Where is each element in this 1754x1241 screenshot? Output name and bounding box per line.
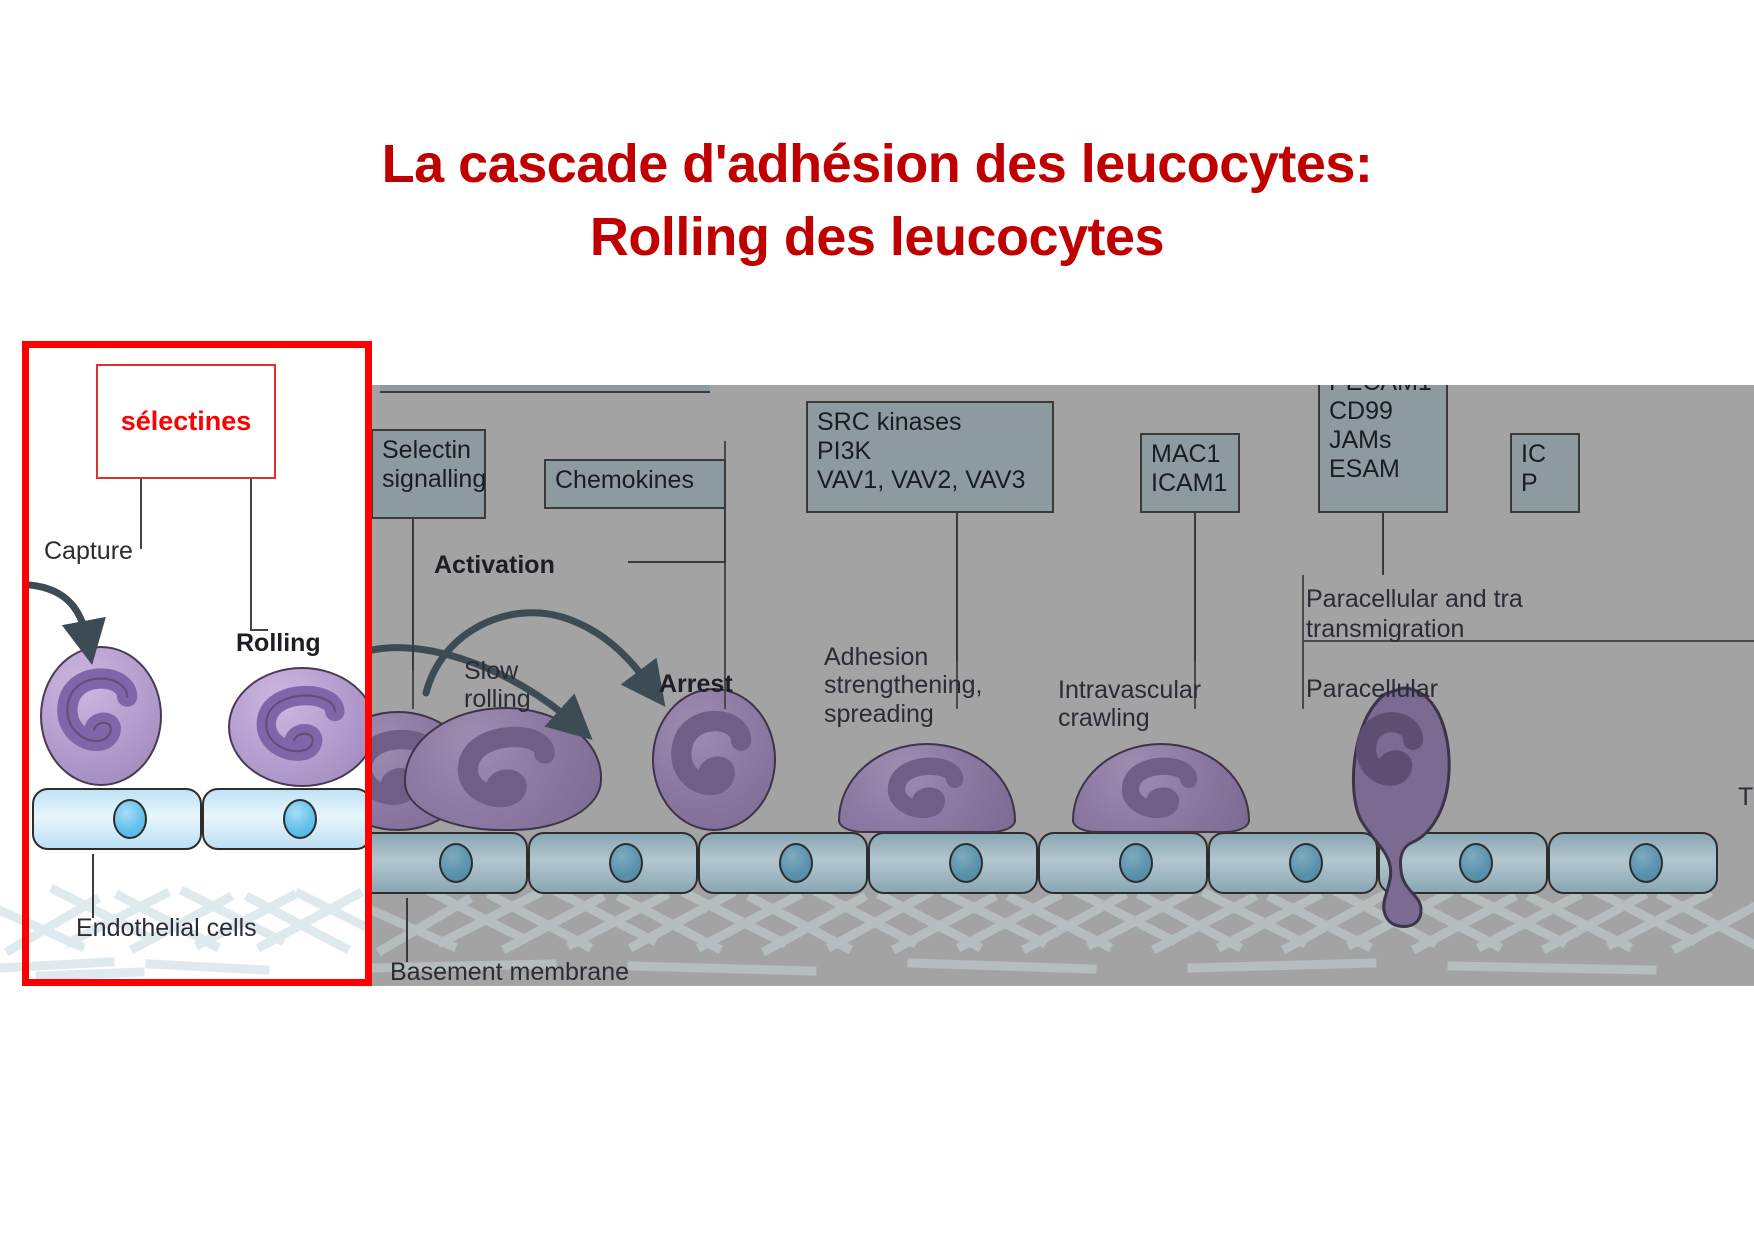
label-adhesion-strengthening: Adhesion strengthening, spreading: [824, 643, 983, 728]
molecule-box-pecam-cd99: PECAM1 CD99 JAMs ESAM: [1318, 385, 1448, 513]
activation-arrow-icon: [422, 609, 666, 707]
leukocyte-nucleus: [457, 726, 555, 808]
leukocyte-crawling: [1072, 743, 1250, 833]
endothelial-nucleus: [283, 799, 318, 839]
endothelial-cell: [32, 788, 202, 850]
endothelial-nucleus: [949, 843, 984, 883]
figure-grey-region: Selectin signalling Chemokines SRC kinas…: [372, 385, 1754, 986]
selectines-label: sélectines: [120, 406, 252, 436]
endothelial-cell: [1548, 832, 1718, 894]
label-paracellular: Paracellular: [1306, 675, 1439, 703]
stage-divider: [724, 441, 726, 709]
endothelial-cell: [1038, 832, 1208, 894]
arrest-arrow-icon: [372, 644, 593, 741]
leukocyte-capture: [40, 646, 162, 786]
selectines-callout-box: sélectines: [96, 364, 276, 479]
page-title-line-1: La cascade d'adhésion des leucocytes:: [381, 134, 1373, 194]
leukocyte-transmigrating: [1352, 686, 1451, 928]
pecam-leader: [1382, 513, 1384, 575]
leukocyte-nucleus: [671, 710, 752, 796]
leukocyte-nucleus: [887, 757, 964, 818]
endothelial-cell: [372, 832, 528, 894]
selectines-leader-capture: [140, 479, 142, 549]
endothelial-nucleus: [779, 843, 814, 883]
leukocyte-arrest: [652, 688, 776, 831]
molecule-box-mac1-icam1: MAC1 ICAM1: [1140, 433, 1240, 513]
label-capture: Capture: [44, 537, 133, 565]
page-title-line-2: Rolling des leucocytes: [589, 206, 1165, 267]
label-basement-membrane: Basement membrane: [390, 958, 630, 986]
clipped-label-box: [380, 385, 710, 393]
src-kinases-leader: [956, 513, 958, 661]
leukocyte-adhesion-cascade-figure: Endothelial cells Capture Rolling: [0, 341, 1754, 986]
mac1-icam1-leader: [1194, 513, 1196, 661]
leukocyte-slow-rolling: [404, 707, 602, 831]
chemokines-leader-v: [724, 509, 726, 561]
endothelial-cell: [202, 788, 372, 850]
leukocyte-nucleus: [57, 668, 138, 752]
endothelial-nucleus: [1119, 843, 1154, 883]
chemokines-leader-h: [628, 561, 726, 563]
label-transmigration-line1: Paracellular and tra: [1306, 585, 1523, 613]
leukocyte-spreading: [838, 743, 1016, 833]
endothelial-nucleus: [1459, 843, 1494, 883]
label-activation: Activation: [434, 551, 555, 579]
label-transmigration-line2: transmigration: [1306, 615, 1465, 643]
endothelial-cell: [528, 832, 698, 894]
label-slow-rolling: Slow rolling: [464, 657, 531, 714]
label-rolling: Rolling: [236, 629, 321, 657]
capture-arrow-icon: [26, 581, 106, 666]
label-transcellular-clipped: T: [1738, 783, 1754, 811]
molecule-box-src-kinases: SRC kinases PI3K VAV1, VAV2, VAV3: [806, 401, 1054, 513]
leukocyte-rolling: [228, 667, 372, 787]
endothelial-cell: [868, 832, 1038, 894]
endothelial-nucleus: [1289, 843, 1324, 883]
extracellular-matrix-fibres-dark: [372, 883, 1754, 976]
molecule-box-icam-clipped: IC P: [1510, 433, 1580, 513]
transmigration-divider: [1302, 640, 1754, 642]
molecule-box-chemokines: Chemokines: [544, 459, 726, 509]
endothelial-nucleus: [439, 843, 474, 883]
label-intravascular-crawling: Intravascular crawling: [1058, 676, 1202, 733]
leukocyte-nucleus: [256, 685, 345, 761]
stage-divider: [1302, 575, 1304, 709]
selectin-signalling-leader: [412, 519, 414, 671]
molecule-box-selectin-signalling: Selectin signalling: [372, 429, 486, 519]
label-endothelial-cells: Endothelial cells: [76, 914, 257, 942]
page-title: La cascade d'adhésion des leucocytes: Ro…: [0, 128, 1754, 274]
label-arrest: Arrest: [659, 670, 733, 698]
endothelial-nucleus: [113, 799, 148, 839]
endothelial-nucleus: [1629, 843, 1664, 883]
selectines-leader-rolling-foot: [250, 629, 268, 631]
basement-membrane-leader: [406, 898, 408, 962]
endothelial-cell: [698, 832, 868, 894]
endothelial-cell: [1208, 832, 1378, 894]
selectines-leader-rolling: [250, 479, 252, 631]
endothelial-cells-leader: [92, 854, 94, 918]
endothelial-nucleus: [609, 843, 644, 883]
leukocyte-nucleus: [1121, 757, 1198, 818]
